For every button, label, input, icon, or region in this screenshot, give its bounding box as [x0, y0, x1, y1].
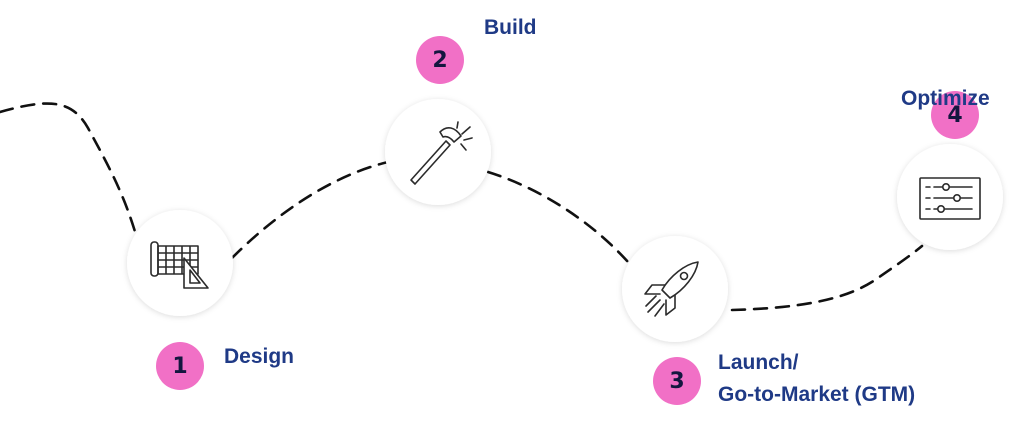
- step-label-gtm: Go-to-Market (GTM): [718, 383, 916, 406]
- rocket-icon: [644, 261, 699, 317]
- step-label-design: Design: [224, 345, 295, 368]
- step-node-2: [385, 99, 491, 205]
- step-label-launch: Launch/: [718, 351, 799, 374]
- blueprint-icon: [150, 241, 209, 289]
- sliders-icon: [919, 177, 981, 220]
- path-segment-1-2: [230, 160, 390, 260]
- path-segment-3-4: [730, 244, 924, 312]
- step-label-build: Build: [484, 16, 537, 39]
- path-segment-2-3: [486, 170, 630, 264]
- step-circle-1: [127, 210, 233, 316]
- step-number-badge-4: 4: [931, 91, 979, 139]
- step-node-3: [622, 236, 728, 342]
- step-number-badge-2: 2: [416, 36, 464, 84]
- step-circle-2: [385, 99, 491, 205]
- step-node-4: [897, 144, 1003, 250]
- path-segment-start: [0, 102, 140, 244]
- step-node-1: [127, 210, 233, 316]
- step-number-badge-1: 1: [156, 342, 204, 390]
- step-label-optimize: Optimize: [901, 87, 990, 110]
- step-number-badge-3: 3: [653, 357, 701, 405]
- hammer-icon: [410, 121, 473, 185]
- dashed-path: [0, 102, 924, 312]
- step-circle-4: [897, 144, 1003, 250]
- step-circle-3: [622, 236, 728, 342]
